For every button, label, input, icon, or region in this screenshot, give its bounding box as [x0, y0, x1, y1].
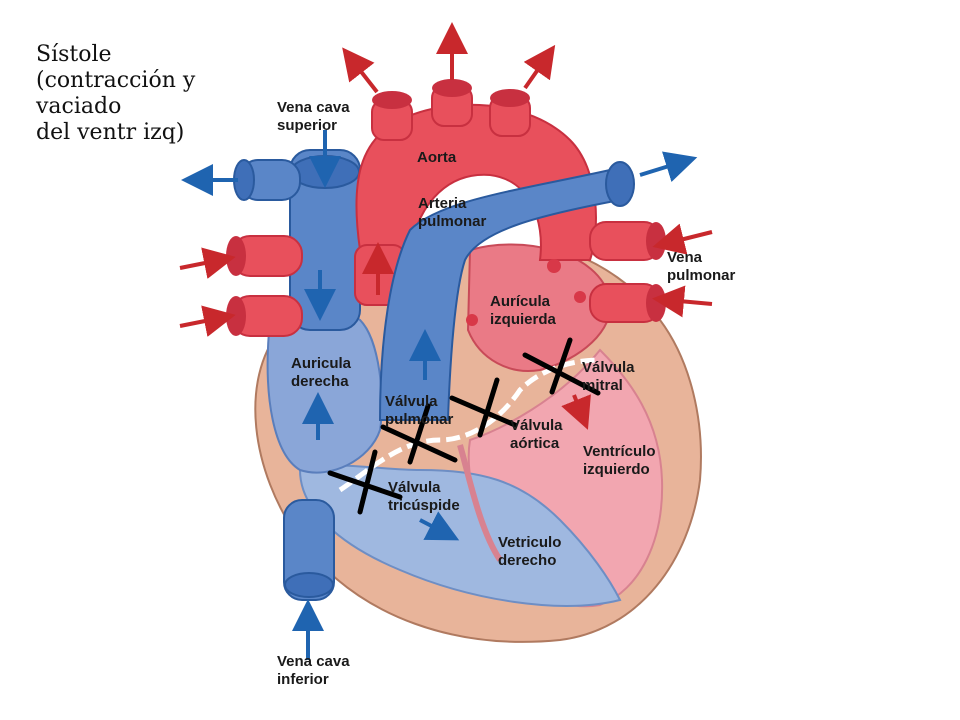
diagram-title: Sístole (contracción y vaciado del ventr…	[36, 42, 195, 146]
label-ventriculo-izquierdo: Ventrículo izquierdo	[583, 443, 660, 478]
right-ventricle	[298, 464, 622, 607]
label-vena-cava-inferior: Vena cava inferior	[277, 653, 354, 688]
label-valvula-mitral: Válvula mitral	[582, 359, 639, 394]
label-auricula-derecha: Auricula derecha	[291, 355, 355, 390]
label-vena-cava-superior: Vena cava superior	[277, 99, 354, 134]
title-line-2: (contracción y	[36, 68, 196, 93]
labels: Vena cava superior Aorta Arteria pulmona…	[277, 99, 735, 688]
label-valvula-pulmonar: Válvula pulmonar	[385, 393, 453, 428]
label-arteria-pulmonar: Arteria pulmonar	[418, 195, 486, 230]
aortic-cross-1	[449, 395, 518, 428]
title-line-3: vaciado	[36, 94, 122, 119]
label-auricula-izquierda: Aurícula izquierda	[490, 293, 557, 328]
label-vena-pulmonar: Vena pulmonar	[667, 249, 735, 284]
aorta-flow-arrow	[342, 47, 379, 94]
label-valvula-aortica: Válvula aórtica	[510, 417, 567, 452]
title-line-1: Sístole	[36, 42, 112, 67]
title-line-4: del ventr izq)	[36, 120, 185, 145]
label-ventriculo-derecho: Vetriculo derecho	[498, 534, 566, 569]
label-aorta: Aorta	[417, 149, 457, 166]
pulmonary-cross-1	[380, 424, 458, 463]
label-valvula-tricuspide: Válvula tricúspide	[388, 479, 460, 514]
mitral-cross-1	[522, 352, 601, 396]
